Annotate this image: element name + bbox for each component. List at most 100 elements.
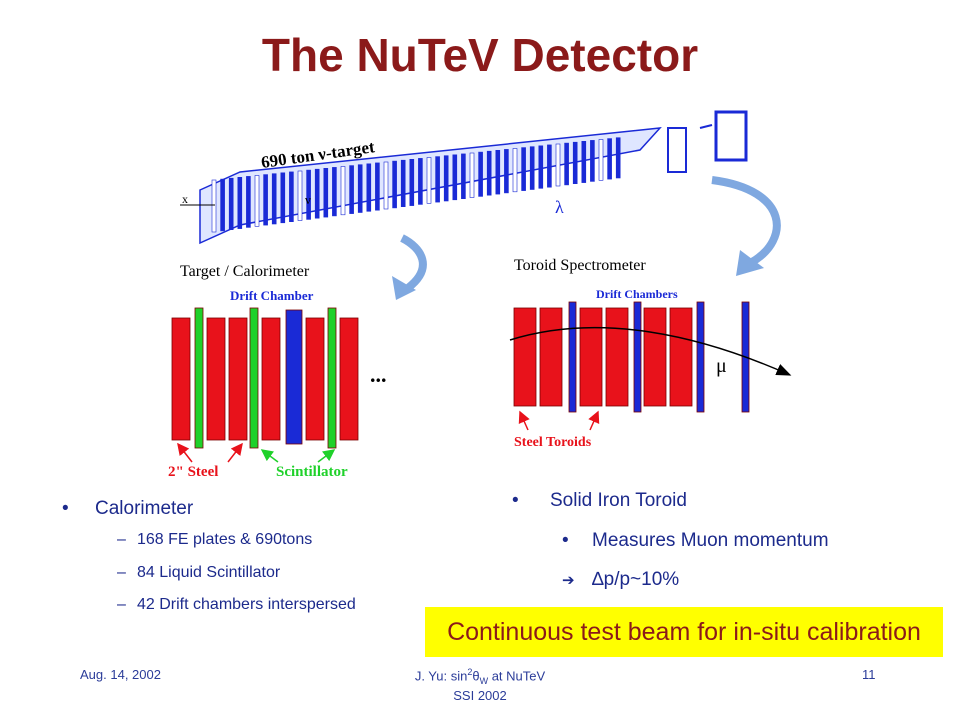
list-item: –42 Drift chambers interspersed: [117, 596, 356, 614]
toroid-bullet-text: Solid Iron Toroid: [550, 490, 687, 511]
target-slab: [572, 141, 578, 184]
target-slab: [323, 168, 329, 218]
curved-arrow-right-head: [736, 250, 764, 276]
footer-center-line1: J. Yu: sin2θW at NuTeV: [380, 667, 580, 686]
target-slab: [615, 137, 621, 179]
footer-center-line2: SSI 2002: [453, 687, 507, 703]
target-slab: [306, 169, 311, 220]
curved-arrow-left-head: [392, 276, 416, 300]
muon-track: [509, 326, 792, 376]
target-slab: [426, 157, 432, 204]
calorimeter-bullet-text: Calorimeter: [95, 498, 194, 519]
list-item: •Measures Muon momentum: [562, 530, 829, 552]
calorimeter-panel: Target / Calorimeter Drift Chamber ... 2…: [168, 263, 387, 480]
target-slab: [590, 140, 595, 182]
list-item-text: 42 Drift chambers interspersed: [137, 596, 356, 613]
scint-pointer-2: [317, 449, 336, 463]
footer-subscript: W: [479, 675, 489, 686]
target-slab: [443, 155, 449, 202]
target-slab: [435, 156, 440, 203]
target-slab: [512, 148, 518, 193]
target-slab: [340, 166, 346, 216]
footer-date: Aug. 14, 2002: [80, 667, 161, 682]
muon-label: μ: [716, 355, 727, 377]
footer-topic: at NuTeV: [488, 668, 546, 684]
target-slab: [289, 171, 294, 222]
target-slab: [237, 177, 243, 229]
detector-overview: x 690 ton ν-target λ ν: [180, 110, 748, 245]
scintillator-plate: [327, 307, 337, 449]
target-slabs: [211, 137, 621, 233]
curved-arrow-left: [400, 234, 427, 292]
target-slab: [314, 168, 320, 219]
overview-dash: [699, 124, 713, 129]
target-slab: [211, 179, 217, 233]
steel-plate: [228, 317, 248, 441]
toroid-pointer-1: [518, 410, 530, 431]
toroid-pointer-2: [588, 410, 600, 431]
footer-superscript: 2: [467, 667, 473, 677]
footer-author: J. Yu: sin: [414, 668, 468, 684]
continuation-dots: ...: [370, 362, 387, 387]
calorimeter-plates: [171, 307, 359, 449]
toroid-plate: [539, 307, 563, 407]
dash: –: [117, 564, 126, 581]
target-slab: [375, 162, 380, 211]
bullet-arrow-icon: ➔: [562, 572, 575, 589]
target-slab: [220, 178, 225, 232]
target-slab: [529, 146, 535, 190]
list-item-text: ∆p/p~10%: [592, 569, 680, 590]
steel-plate: [261, 317, 281, 441]
overview-chamber-2: [714, 110, 748, 162]
calibration-banner: Continuous test beam for in-situ calibra…: [425, 607, 943, 657]
target-slab: [409, 159, 415, 206]
drift-chamber-plate: [285, 309, 303, 445]
steel-plate: [339, 317, 359, 441]
toroid-bullet: •Solid Iron Toroid: [512, 490, 687, 512]
drift-chamber-plate: [696, 301, 705, 413]
steel-plate: [171, 317, 191, 441]
list-item: –168 FE plates & 690tons: [117, 531, 312, 549]
target-slab: [349, 165, 354, 214]
toroid-panel: Toroid Spectrometer Drift Chambers μ Ste…: [509, 257, 792, 450]
dash: –: [117, 531, 126, 548]
list-item-text: 84 Liquid Scintillator: [137, 564, 281, 581]
list-item-text: 168 FE plates & 690tons: [137, 531, 313, 548]
target-slab: [521, 147, 526, 191]
steel-plate: [305, 317, 325, 441]
overview-chamber-1: [667, 127, 687, 173]
toroid-plates: [513, 301, 750, 413]
target-slab: [461, 153, 466, 199]
lambda-label: λ: [555, 197, 564, 217]
steel-pointer-1: [177, 442, 193, 463]
target-slab: [547, 144, 552, 188]
drift-chambers-label: Drift Chambers: [596, 287, 678, 301]
target-slab: [478, 151, 483, 197]
target-slab: [297, 170, 303, 221]
scint-pointer-1: [260, 449, 279, 463]
target-slab: [392, 160, 397, 209]
toroid-heading: Toroid Spectrometer: [514, 257, 646, 274]
target-slab: [280, 172, 286, 224]
target-slab: [383, 161, 389, 210]
footer-theta: θ: [472, 668, 480, 684]
nu-beam-label: x: [182, 192, 188, 206]
target-slab: [495, 150, 501, 195]
dash: –: [117, 596, 126, 613]
target-slab: [254, 175, 260, 227]
target-slab: [357, 164, 363, 213]
toroid-plate: [605, 307, 629, 407]
footer-center: J. Yu: sin2θW at NuTeV SSI 2002: [380, 667, 580, 703]
nu-label: ν: [305, 192, 311, 207]
target-slab: [271, 173, 277, 225]
footer-page-number: 11: [862, 667, 876, 682]
target-slab: [598, 139, 604, 181]
target-slab: [564, 142, 569, 186]
target-slab: [486, 150, 492, 196]
steel-label: 2" Steel: [168, 464, 218, 480]
target-slab: [452, 154, 458, 201]
list-item: –84 Liquid Scintillator: [117, 564, 280, 582]
target-slab: [538, 145, 544, 189]
calorimeter-heading: Target / Calorimeter: [180, 263, 310, 280]
